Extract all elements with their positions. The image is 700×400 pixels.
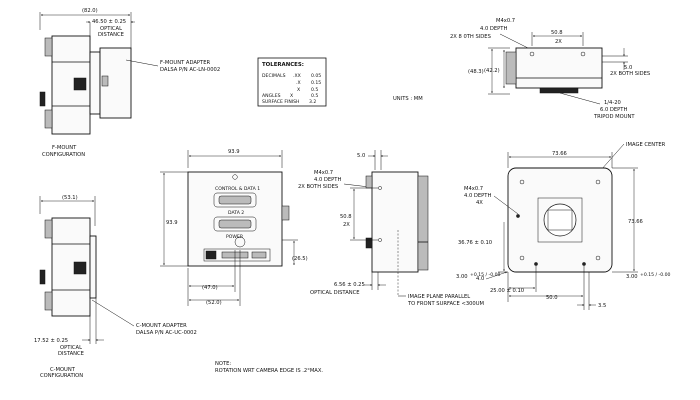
top-right-view: M4x0.7 4.0 DEPTH 2X 8 0TH SIDES 50.8 2X … xyxy=(450,18,650,120)
front-m4-line-2: 4.0 DEPTH xyxy=(464,193,491,199)
note-block: NOTE: ROTATION WRT CAMERA EDGE IS .2°MAX… xyxy=(215,361,323,374)
side-plane-line-1: IMAGE PLANE PARALLEL xyxy=(408,294,470,300)
tolerances-row-5-label: SURFACE FINISH xyxy=(262,99,299,105)
front-dim-300-right: 3.00 xyxy=(626,274,638,280)
rear-dim-939-side: 93.9 xyxy=(166,220,178,226)
tolerances-row-3-sym: X xyxy=(297,87,300,93)
rear-view: 93.9 93.9 CONTROL & DATA 1 DATA 2 POWER … xyxy=(160,149,308,306)
side-dim-50: 5.0 xyxy=(357,153,365,159)
topright-tripod-line-1: 1/4-20 xyxy=(604,100,621,106)
rear-label-control: CONTROL & DATA 1 xyxy=(215,186,260,192)
tolerances-row-2-sym: .X xyxy=(296,80,301,86)
front-dim-2500: 25.00 ± 0.10 xyxy=(490,288,524,294)
cmount-config-label-2: CONFIGURATION xyxy=(40,373,83,379)
front-image-center-label: IMAGE CENTER xyxy=(626,142,666,148)
cmount-optical-label-2: DISTANCE xyxy=(58,351,84,357)
side-plane-line-2: TO FRONT SURFACE <300UM xyxy=(407,301,484,307)
topright-m4-line-3: 2X 8 0TH SIDES xyxy=(450,34,491,40)
fmount-adapter-label-1: F-MOUNT ADAPTER xyxy=(160,60,210,66)
topright-dim-508: 50.8 xyxy=(551,30,563,36)
front-dim-300-left-tol: +0.15 / -0.00 xyxy=(470,272,501,278)
topright-dim-2x: 2X xyxy=(555,39,562,45)
cmount-adapter-label-1: C-MOUNT ADAPTER xyxy=(136,323,187,329)
side-m4-line-2: 4.0 DEPTH xyxy=(314,177,341,183)
cmount-adapter-label-2: DALSA P/N AC-UC-0002 xyxy=(136,330,197,336)
front-dim-7366-side: 73.66 xyxy=(628,219,643,225)
fmount-adapter-label-2: DALSA P/N AC-LN-0002 xyxy=(160,67,220,73)
side-m4-line-3: 2X BOTH SIDES xyxy=(298,184,338,190)
rear-label-data2: DATA 2 xyxy=(228,210,244,216)
fmount-view: (82.0) 46.50 ± 0.25 OPTICAL DISTANCE F-M… xyxy=(39,8,220,158)
side-dim-508: 50.8 xyxy=(340,214,352,220)
rear-dim-265: (26.5) xyxy=(292,256,308,262)
tolerances-row-4-label: ANGLES xyxy=(262,93,281,99)
topright-dim-both: 2X BOTH SIDES xyxy=(610,71,650,77)
tolerances-row-4-val: 0.5 xyxy=(311,93,318,99)
front-dim-500: 50.0 xyxy=(546,295,558,301)
front-dim-40: 4.0 xyxy=(476,276,484,282)
cmount-dim-overall: (53.1) xyxy=(62,195,78,201)
cmount-optical-label-1: OPTICAL xyxy=(60,345,82,351)
rear-dim-520: (52.0) xyxy=(206,300,222,306)
tolerances-row-5-val: 3.2 xyxy=(309,99,316,105)
side-dim-656: 6.56 ± 0.25 xyxy=(334,282,365,288)
side-view: 5.0 M4x0.7 4.0 DEPTH 2X BOTH SIDES 50.8 … xyxy=(298,150,484,307)
topright-tripod-line-3: TRIPOD MOUNT xyxy=(593,114,635,120)
fmount-optical-label-1: OPTICAL xyxy=(100,26,122,32)
side-optical-label: OPTICAL DISTANCE xyxy=(310,290,360,296)
fmount-dim-optical: 46.50 ± 0.25 xyxy=(92,19,126,25)
topright-m4-line-2: 4.0 DEPTH xyxy=(480,26,507,32)
fmount-dim-overall: (82.0) xyxy=(82,8,98,14)
cmount-config-label-1: C-MOUNT xyxy=(50,367,76,373)
topright-m4-line-1: M4x0.7 xyxy=(496,18,515,24)
front-view: 73.66 IMAGE CENTER M4x0.7 4.0 DEPTH 4X 7… xyxy=(456,142,671,310)
tolerances-table: TOLERANCES: DECIMALS .XX 0.05 .X 0.15 X … xyxy=(257,57,327,107)
cmount-view: (53.1) C-MOUNT ADAPTER DALSA P/N AC-UC-0… xyxy=(34,195,197,379)
front-m4-line-1: M4x0.7 xyxy=(464,186,483,192)
tolerances-row-2-val: 0.15 xyxy=(311,80,321,86)
note-line-1: NOTE: xyxy=(215,361,231,367)
tolerances-row-1-val: 0.05 xyxy=(311,73,321,79)
front-dim-3876: 36.76 ± 0.10 xyxy=(458,240,492,246)
rear-dim-470: (47.0) xyxy=(202,285,218,291)
front-dim-7366-top: 73.66 xyxy=(552,151,567,157)
side-m4-line-1: M4x0.7 xyxy=(314,170,333,176)
tolerances-row-1-label: DECIMALS xyxy=(262,73,286,79)
fmount-config-label-1: F-MOUNT xyxy=(52,145,77,151)
rear-label-power: POWER xyxy=(226,234,244,240)
tolerances-row-1-sym: .XX xyxy=(293,73,301,79)
front-dim-300-left: 3.00 xyxy=(456,274,468,280)
fmount-config-label-2: CONFIGURATION xyxy=(42,152,85,158)
side-dim-2x: 2X xyxy=(343,222,350,228)
note-line-2: ROTATION WRT CAMERA EDGE IS .2°MAX. xyxy=(215,368,323,374)
rear-dim-939-top: 93.9 xyxy=(228,149,240,155)
tolerances-title: TOLERANCES: xyxy=(262,62,304,68)
front-m4-line-3: 4X xyxy=(476,200,483,206)
cmount-dim-optical: 17.52 ± 0.25 xyxy=(34,338,68,344)
tolerances-row-4-sym: X xyxy=(290,93,293,99)
front-dim-35: 3.5 xyxy=(598,303,606,309)
front-dim-300-right-tol: +0.15 / -0.00 xyxy=(640,272,671,278)
tolerances-row-3-val: 0.5 xyxy=(311,87,318,93)
units-label: UNITS : MM xyxy=(393,96,423,102)
fmount-optical-label-2: DISTANCE xyxy=(98,32,124,38)
topright-dim-483: (48.3) xyxy=(468,69,484,75)
topright-dim-50: 5.0 xyxy=(624,65,632,71)
topright-tripod-line-2: 6.0 DEPTH xyxy=(600,107,627,113)
topright-dim-422: (42.2) xyxy=(484,68,500,74)
